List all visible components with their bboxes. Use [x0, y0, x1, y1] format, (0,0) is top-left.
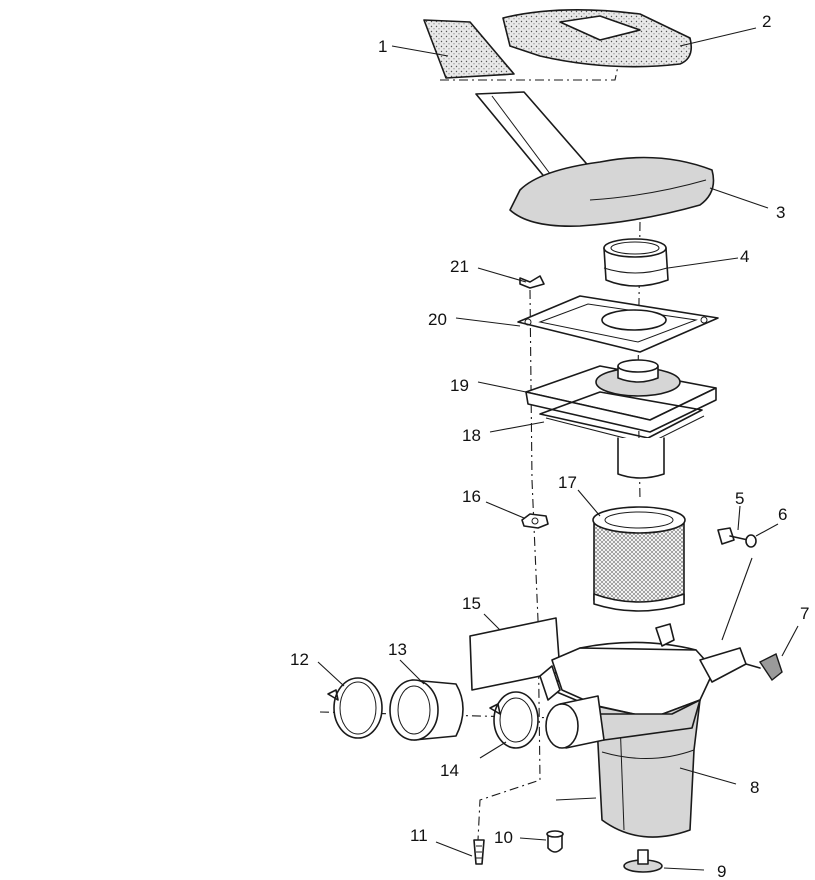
label-part-6: 6	[778, 505, 787, 524]
part-12-clamp	[327, 677, 383, 739]
part-2-foam-seal	[502, 9, 693, 68]
part-17-air-filter	[592, 506, 686, 612]
housing-inlet-spigot	[545, 695, 605, 749]
label-part-4: 4	[740, 247, 749, 266]
label-part-15: 15	[462, 594, 481, 613]
label-part-18: 18	[462, 426, 481, 445]
label-part-20: 20	[428, 310, 447, 329]
label-part-2: 2	[762, 12, 771, 31]
part-1-foam-pad	[423, 19, 515, 79]
label-part-17: 17	[558, 473, 577, 492]
label-part-5: 5	[735, 489, 744, 508]
part-13-intake-duct	[389, 679, 464, 741]
part-4-rubber-boot	[603, 238, 669, 287]
part-labels: 1 2 3 4 5 6 7 8 9 10 11 12 13 14 15 16 1…	[290, 12, 809, 880]
label-part-1: 1	[378, 37, 387, 56]
label-part-14: 14	[440, 761, 459, 780]
label-part-3: 3	[776, 203, 785, 222]
label-part-21: 21	[450, 257, 469, 276]
part-5-screw	[717, 527, 749, 545]
part-14-clamp	[489, 691, 539, 749]
part-3-cover	[475, 91, 715, 227]
label-part-19: 19	[450, 376, 469, 395]
part-20-top-plate	[517, 295, 719, 353]
part-8-air-box	[539, 623, 747, 838]
part-11-screw	[473, 839, 485, 865]
part-18-gasket	[539, 391, 705, 479]
label-part-16: 16	[462, 487, 481, 506]
label-part-9: 9	[717, 862, 726, 880]
label-part-11: 11	[410, 826, 428, 845]
part-7-bracket	[745, 653, 783, 682]
label-part-12: 12	[290, 650, 309, 669]
part-21-clip	[519, 275, 545, 289]
part-19-housing-lid	[525, 359, 717, 433]
label-part-8: 8	[750, 778, 759, 797]
label-part-13: 13	[388, 640, 407, 659]
part-6-washer	[745, 534, 757, 548]
label-part-10: 10	[494, 828, 513, 847]
part-10-fitting	[546, 830, 564, 853]
part-16-nut	[521, 513, 549, 529]
leader-lines	[317, 27, 799, 871]
part-9-grommet	[623, 849, 663, 873]
label-part-7: 7	[800, 604, 809, 623]
